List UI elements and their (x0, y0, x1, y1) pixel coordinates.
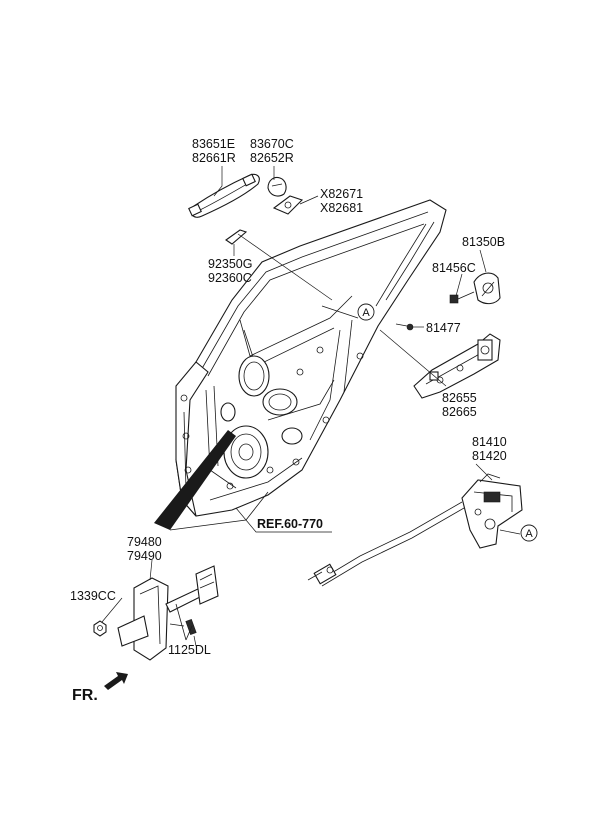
outside-handle-frame (413, 333, 501, 399)
label-1125dl: 1125DL (168, 643, 211, 657)
ref-label: REF.60-770 (257, 517, 323, 531)
nut-1339cc (93, 620, 107, 637)
label-82661r: 82661R (192, 151, 236, 165)
label-81456c: 81456C (432, 261, 476, 275)
callout-a-lower-label: A (525, 528, 533, 540)
screw-81477 (395, 323, 414, 331)
label-79490: 79490 (127, 549, 162, 563)
label-1339cc: 1339CC (70, 589, 116, 603)
label-x82671: X82671 (320, 187, 363, 201)
label-83670c: 83670C (250, 137, 294, 151)
label-82665: 82665 (442, 405, 477, 419)
handle-cover (267, 176, 287, 197)
outside-door-handle (188, 173, 260, 218)
door-latch-assembly (461, 473, 523, 549)
label-81420: 81420 (472, 449, 507, 463)
label-83651e: 83651E (192, 137, 235, 151)
front-direction: FR. (72, 672, 128, 704)
label-79480: 79480 (127, 535, 162, 549)
key-lock-cover (473, 272, 501, 305)
label-x82681: X82681 (320, 201, 363, 215)
label-81477: 81477 (426, 321, 461, 335)
label-82655: 82655 (442, 391, 477, 405)
handle-pad (225, 229, 248, 245)
label-92360c: 92360C (208, 271, 252, 285)
label-81350b: 81350B (462, 235, 505, 249)
label-81410: 81410 (472, 435, 507, 449)
front-label: FR. (72, 687, 98, 704)
ref-callout: REF.60-770 (235, 507, 332, 533)
callout-a-lower: A (520, 524, 538, 542)
door-inner-panel (175, 199, 447, 517)
callout-a-upper-label: A (362, 307, 370, 319)
screw-81456c (449, 291, 475, 304)
leader-lines (101, 166, 521, 647)
bolt-1125dl (185, 619, 197, 641)
door-checker (117, 565, 219, 661)
label-82652r: 82652R (250, 151, 294, 165)
label-92350g: 92350G (208, 257, 252, 271)
latch-cable (307, 501, 465, 587)
handle-bracket-gasket (272, 195, 304, 215)
front-arrow-icon (104, 672, 128, 690)
part-labels: 83651E 82661R 83670C 82652R X82671 X8268… (70, 137, 507, 657)
callout-a-upper: A (357, 303, 375, 321)
